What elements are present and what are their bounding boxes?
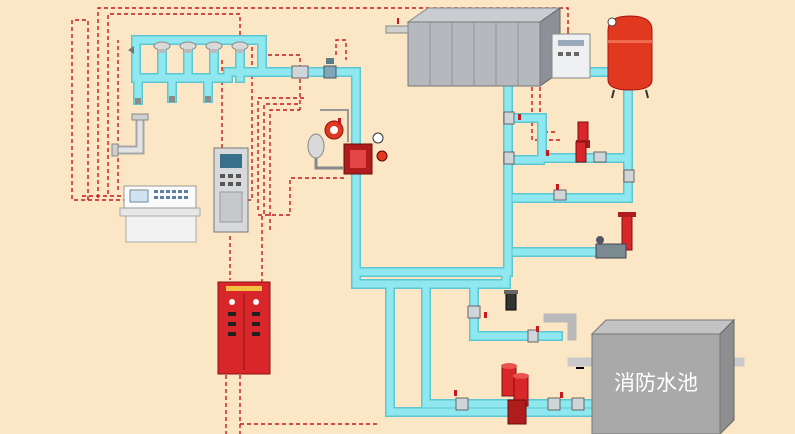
pump-icon: [577, 121, 589, 143]
smoke-detector-icon: [179, 41, 197, 53]
signal-valve-icon: [323, 65, 337, 79]
smoke-detectors: [153, 41, 249, 53]
check-valve-icon: [503, 111, 515, 125]
elevated-water-tank: [385, 7, 562, 87]
check-valve-icon: [503, 151, 515, 165]
test-hydrant: [595, 212, 636, 259]
wet-alarm-valve: [307, 109, 388, 175]
valve-icon: [128, 46, 134, 54]
check-valve-icon: [623, 169, 635, 183]
smoke-detector-icon: [231, 41, 249, 53]
fire-pump-adapter: [111, 113, 149, 157]
signal-line-valve-2: [335, 39, 347, 60]
signal-line-top-outer: [97, 7, 569, 198]
pipe-valves: [291, 58, 635, 411]
signal-line-switch: [258, 177, 345, 216]
gate-valve-icon: [455, 397, 469, 411]
control-cabinet-gray: [213, 147, 249, 233]
gate-valve-icon: [593, 151, 607, 163]
retard-chamber-icon: [307, 133, 325, 159]
gate-valve-icon: [571, 397, 585, 411]
pressure-tank: [607, 15, 653, 99]
pressure-gauge-icon: [607, 17, 617, 27]
signal-line-valve-1: [268, 54, 301, 110]
gate-valve-icon: [467, 305, 481, 319]
fire-water-pool: 消防水池: [576, 318, 736, 434]
pressure-switch: [504, 290, 518, 311]
sprinkler-head-icon: [205, 96, 211, 102]
signal-line-top-inner: [107, 13, 241, 194]
gate-valve-icon: [547, 397, 561, 411]
pump-icon: [501, 363, 517, 397]
smoke-detector-icon: [153, 41, 171, 53]
gate-valve-icon: [553, 189, 567, 201]
pump-icon: [575, 141, 587, 163]
level-control-box: [551, 33, 591, 79]
sprinkler-head-icon: [169, 96, 175, 102]
pool-label: 消防水池: [614, 371, 698, 395]
signal-line-left-outer: [71, 19, 130, 201]
fire-pumps: [501, 363, 529, 425]
sprinkler-heads: [128, 46, 211, 104]
gate-valve-icon: [291, 65, 309, 79]
smoke-detector-icon: [205, 41, 223, 53]
sprinkler-head-icon: [135, 98, 141, 104]
check-valve-icon: [527, 329, 539, 343]
pump-control-cabinet: [217, 281, 271, 375]
pressure-pumps: [575, 121, 590, 163]
fire-alarm-controller: [119, 185, 201, 243]
signal-line-alarm-valve: [257, 97, 306, 210]
pressure-gauge-icon: [372, 132, 384, 144]
